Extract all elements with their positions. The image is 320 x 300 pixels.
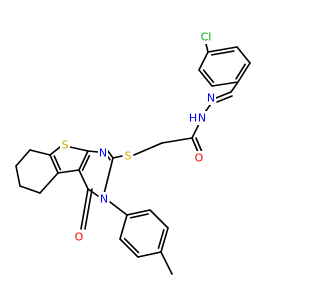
pyrimidine-n1-label: N — [99, 147, 107, 160]
cyclohexyl-bond — [19, 185, 41, 194]
label-bg — [197, 111, 207, 125]
carbonyl-double-bond — [80, 188, 89, 230]
cyclohexyl-bond — [39, 172, 59, 194]
thiophene-bond-inner — [53, 155, 62, 171]
label-bg — [123, 149, 133, 163]
cyclohexyl-bond — [15, 165, 21, 187]
amide-oxygen-label: O — [195, 152, 204, 165]
pyrimidine-bond-inner — [81, 154, 91, 171]
amide-co-bond-second — [195, 137, 203, 153]
pyrimidine-bond — [103, 157, 114, 195]
chlorophenyl-bond-inner — [202, 69, 215, 84]
imine-double-bond-second — [216, 95, 233, 103]
chlorophenyl-bond — [207, 46, 238, 53]
tolyl-bond — [126, 209, 151, 216]
chlorophenyl-bond — [237, 62, 251, 83]
label-bg — [188, 111, 198, 125]
molecule-structure: Cl N N H O S S N N O — [15, 30, 251, 275]
amide-co-bond — [191, 137, 199, 153]
hydrazide-hydrogen-label: H — [189, 112, 197, 125]
benzylidene-bond — [230, 81, 239, 93]
hydrazone-nitrogen-label: N — [207, 92, 215, 105]
thiophene-sulfur-label: S — [62, 139, 69, 152]
thiophene-bond — [69, 146, 89, 152]
label-bg — [99, 192, 109, 206]
chlorophenyl-bond — [236, 46, 251, 64]
n-aryl-bond — [109, 201, 128, 216]
pyrimidine-bond — [78, 150, 89, 171]
label-bg — [60, 138, 70, 152]
s-pyrimidine-bond — [112, 155, 123, 159]
cyclohexyl-bond — [29, 149, 51, 156]
acetyl-ch2-bond — [161, 137, 193, 144]
imine-double-bond — [215, 91, 232, 99]
pyrimidine-bond — [87, 188, 99, 197]
thiophene-bond — [57, 169, 80, 174]
thioether-sulfur-label: S — [125, 150, 132, 163]
tolyl-bond — [119, 238, 139, 258]
thiophene-bond — [49, 154, 59, 174]
cyclohexyl-bond — [15, 149, 31, 167]
methyl-bond — [160, 251, 173, 275]
chlorophenyl-bond — [198, 69, 213, 87]
thiophene-bond — [49, 146, 61, 156]
chlorophenyl-bond-inner — [210, 50, 235, 56]
label-bg — [98, 146, 108, 160]
carbonyl-double-bond-second — [84, 188, 93, 230]
chlorine-atom-label: Cl — [201, 31, 212, 44]
hydrazide-nitrogen-label: N — [198, 112, 206, 125]
chlorophenyl-bond — [211, 81, 239, 87]
label-bg — [194, 151, 204, 165]
pyrimidine-bond — [87, 150, 99, 153]
hydrazide-bond — [191, 123, 200, 139]
tolyl-bond-inner — [123, 237, 140, 254]
label-bg — [206, 91, 216, 105]
pyrimidine-bond — [78, 169, 89, 190]
carbonyl-oxygen-label: O — [75, 231, 84, 244]
tolyl-bond — [149, 209, 169, 229]
tolyl-bond — [160, 227, 169, 253]
tolyl-bond-inner — [157, 229, 165, 249]
c-cl-bond — [205, 43, 209, 53]
tolyl-bond-inner — [129, 213, 149, 219]
tolyl-bond — [137, 251, 162, 258]
chlorophenyl-bond — [198, 51, 209, 71]
pyrimidine-bond — [107, 150, 114, 159]
label-bg — [74, 230, 84, 244]
label-bg — [197, 30, 216, 44]
chlorophenyl-bond-inner — [235, 63, 246, 80]
molecule-canvas: Cl N N H O S S N N O — [15, 30, 251, 275]
n-n-bond — [204, 103, 212, 113]
tolyl-bond — [119, 214, 128, 240]
ch2-s-bond — [133, 142, 163, 156]
pyrimidine-n3-label: N — [100, 193, 108, 206]
